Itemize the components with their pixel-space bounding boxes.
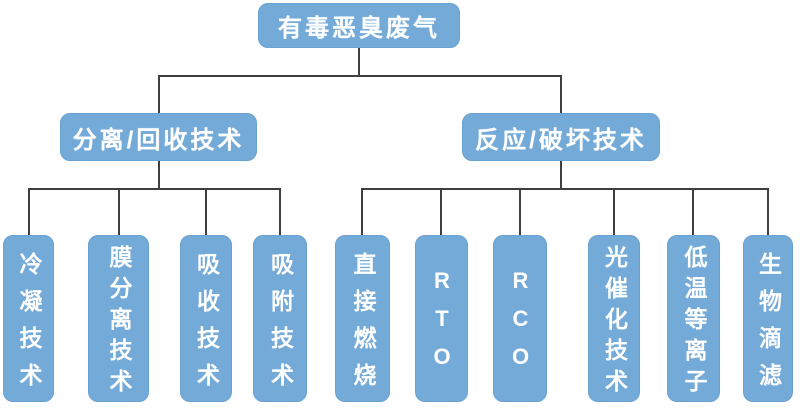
leaf-adsorption-label: 吸附技术	[267, 251, 294, 400]
node-root-label: 有毒恶臭废气	[278, 15, 440, 42]
node-separation-recovery-label: 分离/回收技术	[72, 126, 245, 154]
leaf-membrane-separation-label: 膜分离技术	[106, 245, 132, 400]
connector-right-stem	[560, 161, 562, 188]
leaf-low-temp-plasma: 低温等离子	[667, 235, 720, 402]
connector-level2-bus	[158, 75, 562, 77]
connector-root-stem	[358, 48, 360, 75]
leaf-bio-trickling-filter: 生物滴滤	[743, 235, 793, 402]
connector-leaf-drop	[440, 188, 442, 235]
leaf-bio-trickling-filter-label: 生物滴滤	[755, 251, 782, 400]
leaf-rco-label: RCO	[508, 268, 533, 382]
node-separation-recovery: 分离/回收技术	[60, 113, 257, 161]
leaf-rto-label: RTO	[429, 268, 455, 382]
leaf-absorption-label: 吸收技术	[193, 251, 220, 400]
leaf-photocatalytic-label: 光催化技术	[601, 245, 628, 400]
leaf-low-temp-plasma-label: 低温等离子	[681, 245, 707, 400]
node-reaction-destruction-label: 反应/破坏技术	[475, 126, 647, 154]
leaf-photocatalytic: 光催化技术	[588, 235, 640, 402]
leaf-rto: RTO	[415, 235, 468, 402]
connector-right-bus	[361, 188, 769, 190]
node-reaction-destruction: 反应/破坏技术	[462, 113, 660, 161]
leaf-direct-combustion-label: 直接燃烧	[350, 251, 376, 400]
connector-leaf-drop	[205, 188, 207, 235]
connector-leaf-drop	[519, 188, 521, 235]
connector-leaf-drop	[613, 188, 615, 235]
connector-leaf-drop	[118, 188, 120, 235]
connector-leaf-drop	[767, 188, 769, 235]
connector-leaf-drop	[361, 188, 363, 235]
connector-left-stem	[158, 161, 160, 188]
connector-leaf-drop	[279, 188, 281, 235]
leaf-condensation-label: 冷凝技术	[16, 251, 42, 400]
leaf-absorption: 吸收技术	[180, 235, 232, 402]
connector-left-bus	[28, 188, 281, 190]
leaf-condensation: 冷凝技术	[3, 235, 54, 402]
connector-branch-left-drop	[158, 75, 160, 113]
leaf-membrane-separation: 膜分离技术	[88, 235, 149, 402]
leaf-direct-combustion: 直接燃烧	[335, 235, 390, 402]
connector-branch-right-drop	[560, 75, 562, 113]
connector-leaf-drop	[692, 188, 694, 235]
leaf-adsorption: 吸附技术	[253, 235, 307, 402]
connector-leaf-drop	[28, 188, 30, 235]
node-root: 有毒恶臭废气	[258, 3, 460, 48]
leaf-rco: RCO	[493, 235, 547, 402]
